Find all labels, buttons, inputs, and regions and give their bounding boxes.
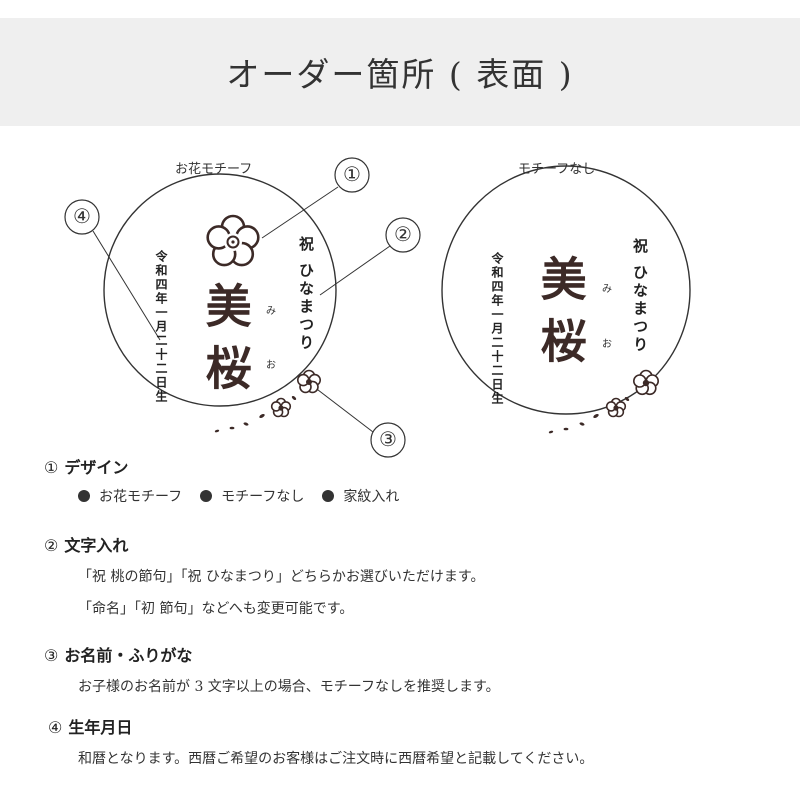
bullet-icon — [78, 490, 90, 502]
plum-blossom-icon — [206, 214, 260, 267]
birthdate-text-left: 令和四年一月二十二日生 — [154, 250, 168, 404]
petal-icon — [259, 413, 265, 419]
header-banner: オーダー箇所 ( 表面 ) — [0, 18, 800, 126]
design-option-label: お花モチーフ — [99, 489, 183, 505]
cherry-blossom-icon — [270, 397, 292, 418]
leader-line-2 — [319, 245, 391, 296]
cherry-blossom-icon — [633, 369, 659, 396]
section-title-text: お名前・ふりがな — [64, 646, 193, 665]
name-line-1: お子様のお名前が 3 文字以上の場合、モチーフなしを推奨します。 — [78, 679, 500, 695]
plate-left-outline — [103, 173, 337, 407]
section-title-text: デザイン — [64, 458, 129, 477]
marker-circle-3 — [370, 422, 406, 458]
occasion-text-right: 祝 ひなまつり — [631, 238, 649, 355]
name-text-left: 美 桜 — [198, 282, 253, 391]
petal-icon — [548, 430, 554, 434]
plate-right-outline — [441, 165, 691, 415]
occasion-text-left: 祝 ひなまつり — [297, 236, 315, 353]
furigana-2-left: お — [266, 360, 276, 371]
design-caption-left: お花モチーフ — [175, 162, 253, 177]
cherry-blossom-icon — [605, 397, 627, 418]
diagram-graphics — [64, 157, 691, 458]
cherry-blossom-icon — [297, 369, 321, 394]
design-option-label: 家紋入れ — [343, 489, 400, 505]
petal-icon — [243, 422, 249, 426]
name-text-right: 美 桜 — [533, 255, 588, 364]
section-number: ④ — [48, 718, 63, 737]
petal-icon — [229, 426, 235, 430]
marker-circle-1 — [334, 157, 370, 193]
section-number: ③ — [44, 646, 59, 665]
birthdate-text-right: 令和四年一月二十二日生 — [490, 252, 504, 406]
marker-4: ④ — [73, 204, 91, 228]
design-option-label: モチーフなし — [221, 489, 305, 505]
furigana-1-right: み — [602, 284, 612, 295]
section-title-text: 文字入れ — [64, 536, 129, 555]
design-diagram: お花モチーフ モチーフなし ① ② ③ ④ 令和四年一月二十二日生 祝 ひなまつ… — [0, 140, 800, 470]
petal-icon — [291, 396, 297, 400]
section-name-title: ③ お名前・ふりがな — [44, 642, 192, 666]
section-title-text: 生年月日 — [68, 718, 133, 737]
section-design-title: ① デザイン — [44, 454, 128, 478]
design-option: 家紋入れ — [322, 486, 399, 506]
marker-2: ② — [394, 222, 412, 246]
section-birthdate-title: ④ 生年月日 — [48, 714, 132, 738]
lettering-line-1: 「祝 桃の節句」「祝 ひなまつり」どちらかお選びいただけます。 — [78, 569, 485, 585]
section-number: ② — [44, 536, 59, 555]
petal-icon — [563, 427, 569, 431]
page-title: オーダー箇所 ( 表面 ) — [226, 55, 574, 94]
marker-circle-4 — [64, 199, 100, 235]
marker-1: ① — [343, 162, 361, 186]
section-lettering-title: ② 文字入れ — [44, 532, 128, 556]
furigana-1-left: み — [266, 306, 276, 317]
lettering-line-2: 「命名」「初 節句」などへも変更可能です。 — [78, 601, 354, 617]
design-options: お花モチーフ モチーフなし 家紋入れ — [78, 486, 399, 506]
birthdate-line-1: 和暦となります。西暦ご希望のお客様はご注文時に西暦希望と記載してください。 — [78, 751, 594, 767]
leader-line-1 — [261, 186, 339, 239]
petal-icon — [624, 397, 630, 401]
bullet-icon — [322, 490, 335, 502]
petal-icon — [214, 429, 220, 433]
petal-icon — [593, 413, 599, 419]
design-option: お花モチーフ — [78, 486, 182, 506]
furigana-2-right: お — [602, 339, 612, 350]
marker-circle-2 — [385, 217, 421, 253]
marker-3: ③ — [379, 427, 397, 451]
design-option: モチーフなし — [200, 486, 304, 506]
section-number: ① — [44, 458, 59, 477]
leader-line-4 — [92, 230, 161, 341]
petal-icon — [579, 422, 585, 426]
design-caption-right: モチーフなし — [518, 162, 596, 177]
bullet-icon — [200, 490, 213, 502]
